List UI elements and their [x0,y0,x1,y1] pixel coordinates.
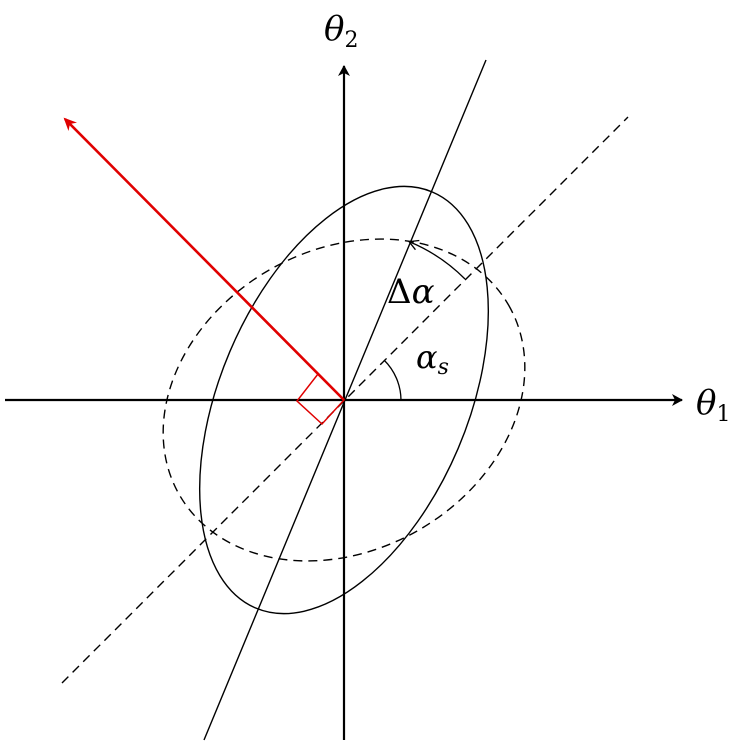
delta-alpha-angle-arc [407,239,466,280]
alpha-s-label: αs [416,338,449,380]
alpha-s-angle-arc [383,359,402,401]
dashed-ellipse [162,238,526,562]
theta1-axis-label: θ1 [696,383,730,427]
solid-ellipse [198,185,490,615]
right-angle-marker [295,372,346,426]
theta2-axis-label: θ2 [324,9,358,53]
dashed-principal-axis [61,116,629,684]
normal-vector-arrow [63,117,345,401]
delta-alpha-label: Δα [387,272,435,312]
